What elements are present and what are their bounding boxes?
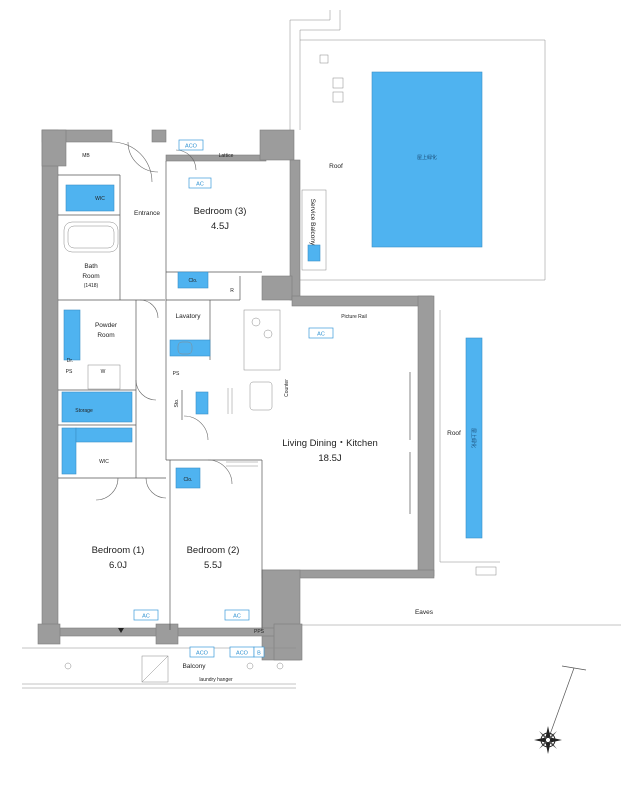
storage-shelf bbox=[61, 391, 133, 423]
wic-top-shelf bbox=[65, 184, 115, 212]
fixtures bbox=[61, 184, 411, 514]
wic-top-label: WIC bbox=[95, 196, 105, 202]
aco-tag-balcony-2: ACO bbox=[236, 651, 249, 657]
rooftop-greenery-top bbox=[371, 71, 483, 248]
room-labels: MB WIC Entrance Bath Room (1418) Powder … bbox=[66, 153, 378, 635]
lavatory-label: Lavatory bbox=[176, 313, 202, 320]
clo-label-2: Clo. bbox=[184, 477, 193, 483]
bedroom2-size: 5.5J bbox=[204, 560, 222, 571]
bath-size-label: (1418) bbox=[84, 283, 99, 289]
balcony-area: Balcony laundry hanger bbox=[22, 647, 296, 689]
picture-rail-label: Picture Rail bbox=[341, 314, 367, 320]
w-label: W bbox=[101, 369, 106, 375]
storage-label: Storage bbox=[75, 408, 93, 414]
mb-label: MB bbox=[82, 153, 90, 159]
aco-tag-entrance: ACO bbox=[185, 144, 198, 150]
laundry-hanger-label: laundry hanger bbox=[199, 677, 233, 683]
rooftop-greenery-right bbox=[465, 337, 483, 539]
ac-tag-bedroom2: AC bbox=[233, 614, 241, 620]
dr-label: Dr. bbox=[67, 358, 73, 364]
wic-label: WIC bbox=[99, 459, 109, 465]
ac-tag-ldk: AC bbox=[317, 332, 325, 338]
clo-label-1: Clo. bbox=[189, 278, 198, 284]
ac-tag-bedroom3: AC bbox=[196, 182, 204, 188]
rooftop-greenery-label-right: 屋上緑化 bbox=[470, 428, 477, 448]
service-balcony bbox=[301, 189, 327, 271]
bathtub bbox=[63, 221, 119, 253]
powder-room-label-2: Room bbox=[97, 332, 114, 339]
bath-label: Bath bbox=[84, 263, 98, 270]
bath-label-2: Room bbox=[82, 273, 99, 280]
interior-walls bbox=[58, 161, 263, 630]
entrance-label: Entrance bbox=[134, 210, 160, 217]
ac-tags: ACO AC AC AC AC ACO ACO B bbox=[133, 139, 334, 658]
bedroom3-size: 4.5J bbox=[211, 221, 229, 232]
b-tag-balcony: B bbox=[257, 651, 261, 657]
powder-room-label: Powder bbox=[95, 322, 118, 329]
bedroom1-label: Bedroom (1) bbox=[92, 545, 145, 556]
aco-tag-balcony-1: ACO bbox=[196, 651, 209, 657]
closet-bedroom3 bbox=[177, 271, 209, 289]
kitchen-island bbox=[249, 381, 273, 411]
doors bbox=[95, 141, 233, 501]
roof-area-right: 屋上緑化 Roof Eaves bbox=[300, 310, 621, 626]
balcony-label: Balcony bbox=[182, 663, 206, 670]
roof-label-right: Roof bbox=[447, 430, 461, 437]
compass-rose bbox=[534, 665, 587, 754]
ldk-label: Living Dining・Kitchen bbox=[282, 438, 378, 449]
eaves-label: Eaves bbox=[415, 609, 434, 616]
bedroom1-size: 6.0J bbox=[109, 560, 127, 571]
wic-shelf-top bbox=[75, 427, 133, 443]
ps-label-2: PS bbox=[173, 371, 180, 377]
ac-tag-bedroom1: AC bbox=[142, 614, 150, 620]
bedroom3-label: Bedroom (3) bbox=[194, 206, 247, 217]
sto-label: Sto. bbox=[174, 399, 180, 408]
kitchen-counter bbox=[243, 309, 281, 371]
r-label: R bbox=[230, 288, 234, 294]
bedroom2-label: Bedroom (2) bbox=[187, 545, 240, 556]
closet-bedroom2 bbox=[175, 467, 201, 489]
ldk-size: 18.5J bbox=[318, 453, 341, 464]
rooftop-greenery-label-top: 屋上緑化 bbox=[417, 154, 437, 161]
lattice-label: Lattice bbox=[219, 153, 234, 159]
counter-label: Counter bbox=[284, 379, 290, 397]
pps-label: PPS bbox=[254, 629, 265, 635]
ps-label-1: PS bbox=[66, 369, 73, 375]
wic-shelf-left bbox=[61, 427, 77, 475]
entrance-marker bbox=[118, 628, 124, 633]
roof-label-top: Roof bbox=[329, 163, 343, 170]
exterior-walls bbox=[37, 129, 435, 661]
service-balcony-label: Service Balcony bbox=[309, 199, 316, 246]
roof-area-top: 屋上緑化 Roof bbox=[289, 10, 546, 301]
